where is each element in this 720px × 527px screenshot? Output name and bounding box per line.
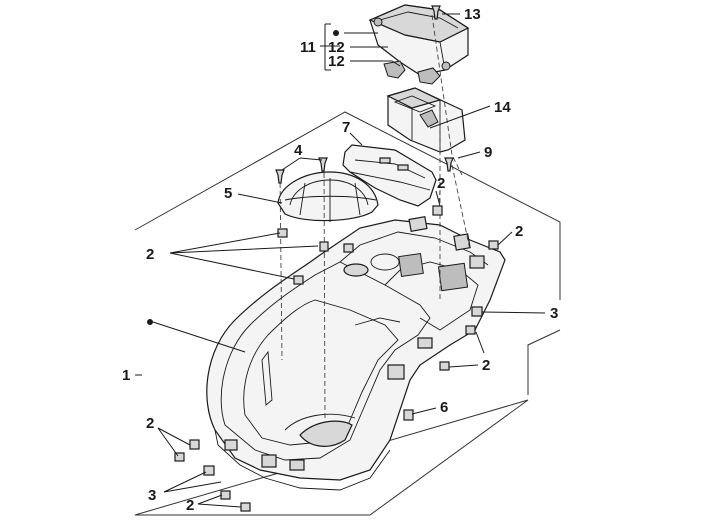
callout-2-left: 2: [146, 246, 154, 263]
callout-14: 14: [494, 99, 511, 116]
battery-housing-part: [386, 87, 466, 153]
callout-5: 5: [224, 185, 232, 202]
callout-7: 7: [342, 119, 350, 136]
callout-2-bottom-left: 2: [146, 415, 154, 432]
callout-labels: 13 11 12 12 14 7 4 9 5 2 2 2 3 2 1 6 2 3…: [122, 6, 558, 514]
callout-1: 1: [122, 367, 130, 384]
callout-4: 4: [294, 142, 303, 159]
callout-6: 6: [440, 399, 448, 416]
leader-lines: [135, 13, 546, 508]
lid-cover-part: [342, 144, 437, 207]
mounting-line: [323, 164, 326, 421]
mounting-line: [279, 174, 283, 361]
rubber-pad-parts: [383, 60, 441, 85]
callout-11: 11: [300, 39, 316, 56]
mounting-line: [451, 164, 471, 251]
callout-3-right: 3: [550, 305, 558, 322]
callout-3-bottom-left: 3: [148, 487, 156, 504]
callout-2-lid: 2: [437, 175, 445, 192]
screw-parts: [275, 5, 454, 184]
callout-2-right: 2: [515, 223, 523, 240]
callout-12-lower: 12: [328, 53, 345, 70]
callout-2-lower-right: 2: [482, 357, 490, 374]
mounting-line: [431, 14, 463, 176]
luggage-box-part: [206, 216, 506, 491]
callout-13: 13: [464, 6, 481, 23]
callout-2-bottom: 2: [186, 497, 194, 514]
helmet-liner-part: [277, 171, 379, 222]
callout-9: 9: [484, 144, 492, 161]
callout-12-upper: 12: [328, 39, 345, 56]
